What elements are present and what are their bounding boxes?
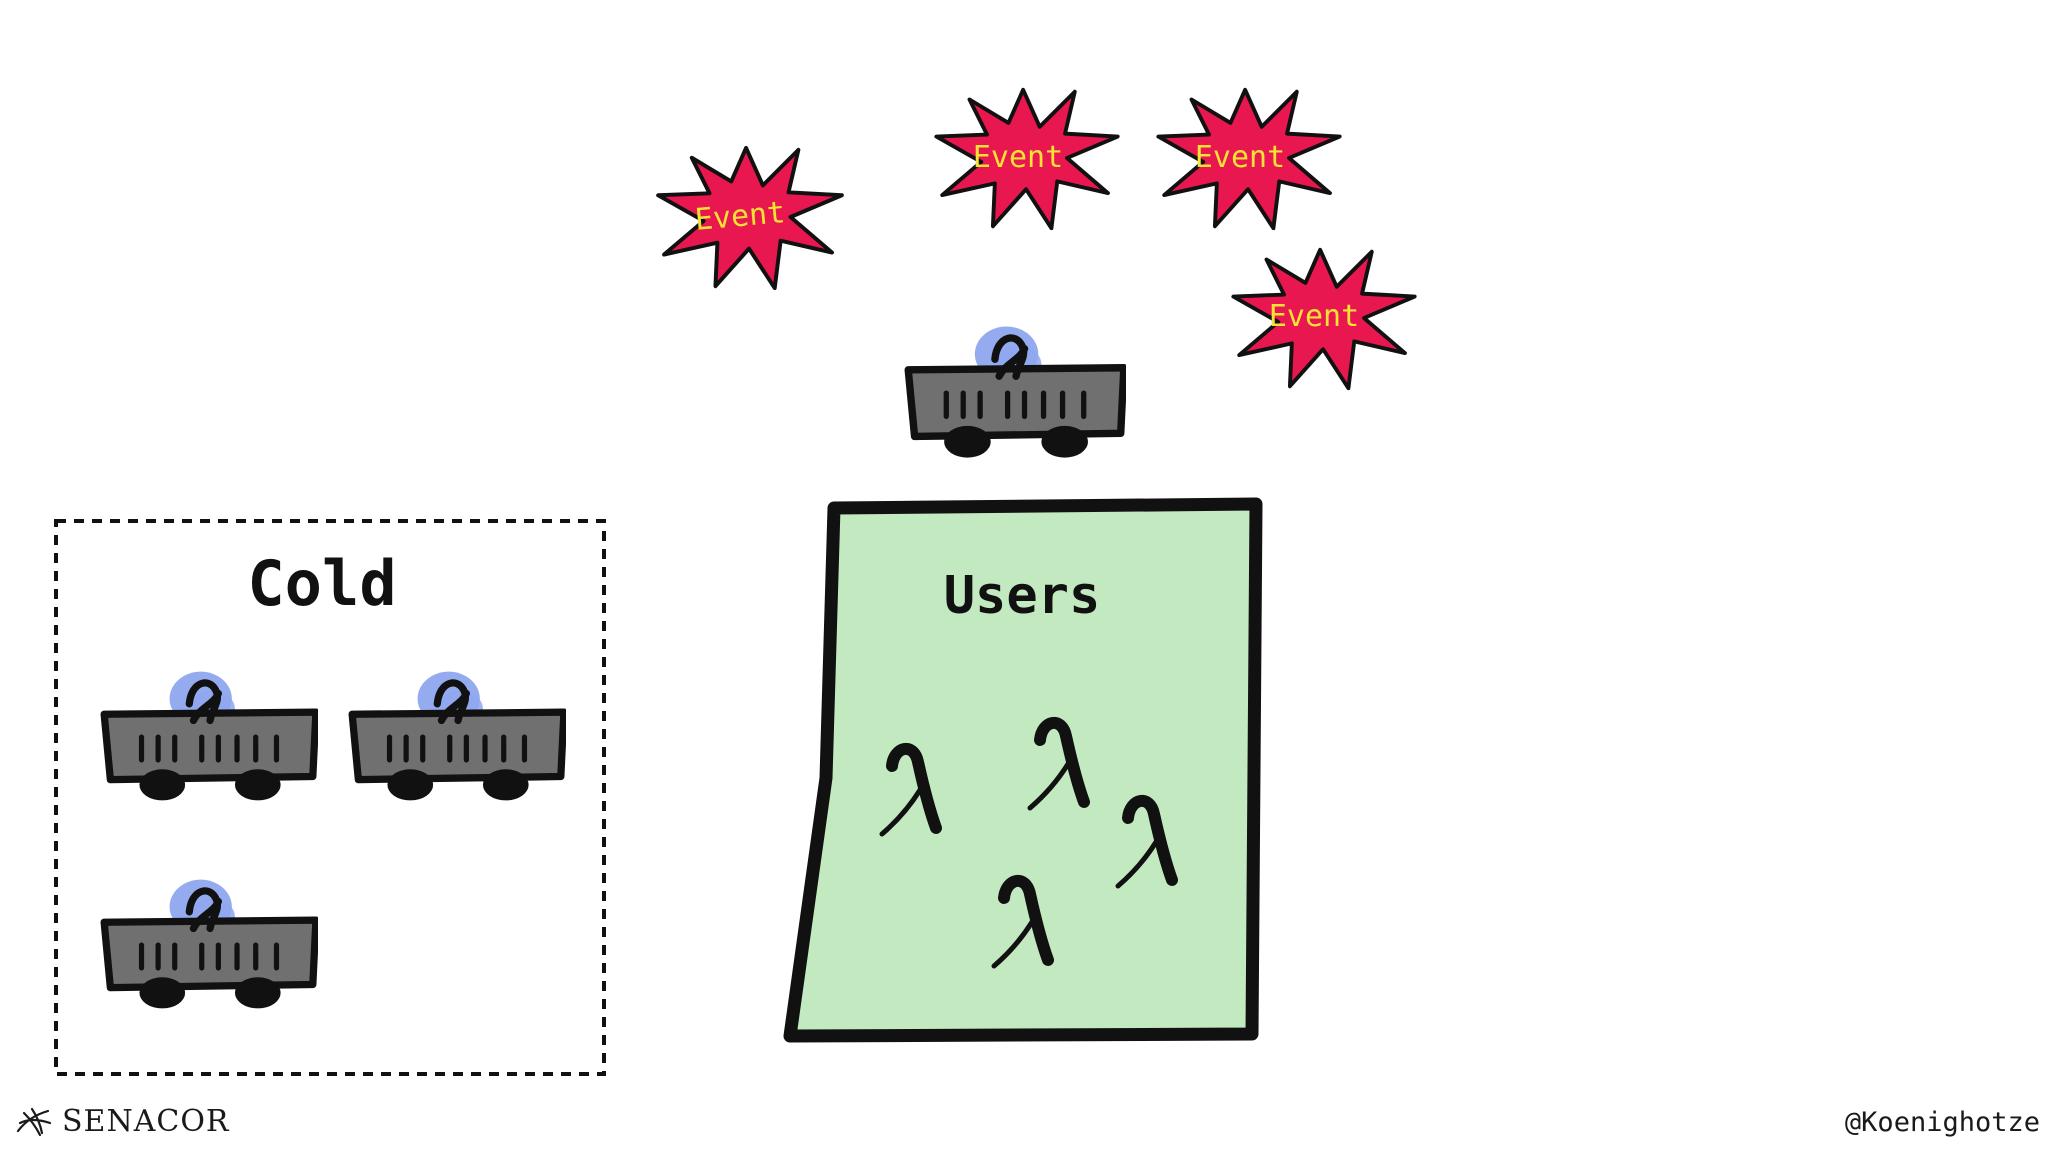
users-title: Users [944,566,1101,626]
event-burst-1: Event [656,145,844,291]
cold-title: Cold [247,547,396,620]
event-label: Event [694,195,787,238]
event-burst-2: Event [934,87,1120,231]
event-label: Event [1269,299,1359,334]
event-burst-4: Event [1231,247,1417,391]
cold-container-2 [352,672,564,801]
active-container [908,327,1124,458]
cold-container-1 [104,672,316,801]
event-label: Event [1195,140,1285,175]
senacor-logo-icon [16,1107,52,1136]
users-group: Users [783,497,1263,1043]
senacor-logo-text: SENACOR [62,1104,230,1139]
senacor-logo: SENACOR [14,1104,230,1139]
users-box [783,497,1263,1043]
events-group: Event Event Event Event [656,87,1417,391]
cold-group: Cold [54,519,606,1076]
author-handle: @Koenighotze [1844,1107,2040,1138]
cold-container-3 [104,880,316,1009]
event-label: Event [973,140,1063,175]
cold-box-border [54,519,606,1076]
event-burst-3: Event [1156,87,1342,231]
